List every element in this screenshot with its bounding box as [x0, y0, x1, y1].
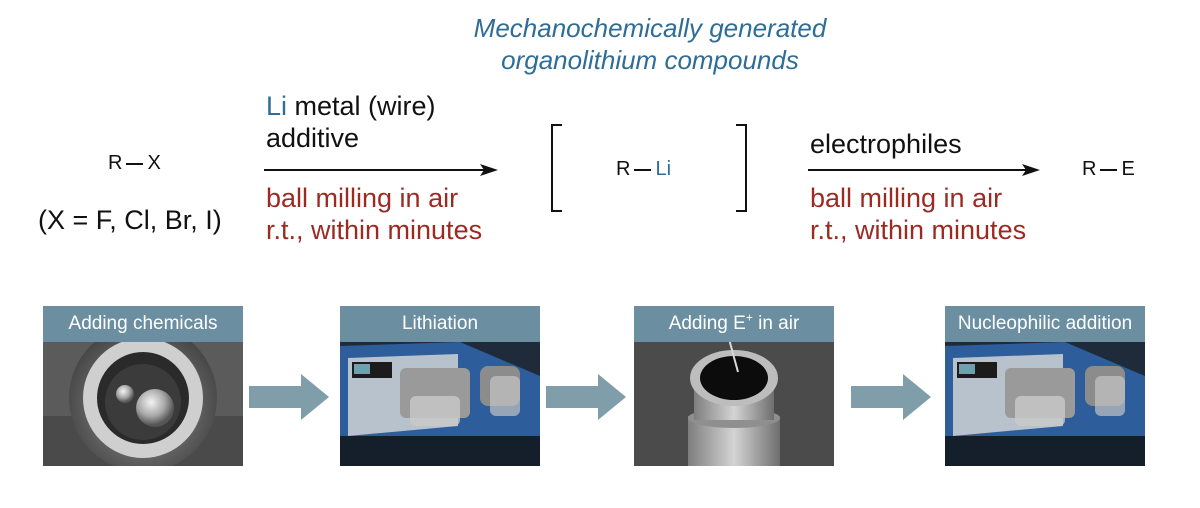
lithium-symbol: Li	[266, 91, 288, 121]
right-bracket	[736, 124, 747, 212]
ball-mill-machine-image	[945, 306, 1145, 466]
product-e: E	[1121, 158, 1135, 180]
flow-arrow-3	[851, 374, 931, 420]
photo-caption: Nucleophilic addition	[945, 306, 1145, 342]
headline-line-2: organolithium compounds	[501, 45, 799, 75]
step2-reaction-arrow	[808, 164, 1040, 176]
reactant-r: R	[108, 152, 123, 174]
headline-line-1: Mechanochemically generated	[473, 13, 827, 43]
intermediate-formula: R Li	[616, 158, 671, 181]
step1-condition-1: ball milling in air	[266, 183, 459, 213]
photo-nucleophilic-addition: Nucleophilic addition	[945, 306, 1145, 466]
flow-arrow-1	[249, 374, 329, 420]
intermediate-li: Li	[655, 158, 672, 180]
photo-adding-electrophile: Adding E+ in air	[634, 306, 834, 466]
step1-condition-2: r.t., within minutes	[266, 215, 483, 245]
photo-caption: Adding E+ in air	[634, 306, 834, 342]
step2-condition-1: ball milling in air	[810, 183, 1003, 213]
headline: Mechanochemically generated organolithiu…	[350, 12, 950, 76]
single-bond	[1100, 168, 1118, 171]
step2-reagent: electrophiles	[810, 129, 962, 159]
reactant-x: X	[147, 152, 161, 174]
photo-caption: Adding chemicals	[43, 306, 243, 342]
caption-superscript: +	[745, 310, 753, 325]
step1-additive: additive	[266, 123, 360, 153]
step1-reagent: Li metal (wire)	[266, 90, 436, 122]
step1-reaction-arrow	[264, 164, 498, 176]
photo-caption: Lithiation	[340, 306, 540, 342]
intermediate-r: R	[616, 158, 631, 180]
single-bond	[634, 168, 652, 171]
flow-arrow-2	[546, 374, 626, 420]
step2-condition-2: r.t., within minutes	[810, 215, 1027, 245]
left-bracket	[551, 124, 562, 212]
halide-scope: (X = F, Cl, Br, I)	[38, 205, 222, 235]
single-bond	[126, 162, 144, 165]
photo-adding-chemicals: Adding chemicals	[43, 306, 243, 466]
lithium-description: metal (wire)	[287, 91, 436, 121]
caption-tail: in air	[752, 313, 800, 334]
product-r: R	[1082, 158, 1097, 180]
caption-text: Adding E	[668, 313, 746, 334]
photo-lithiation: Lithiation	[340, 306, 540, 466]
